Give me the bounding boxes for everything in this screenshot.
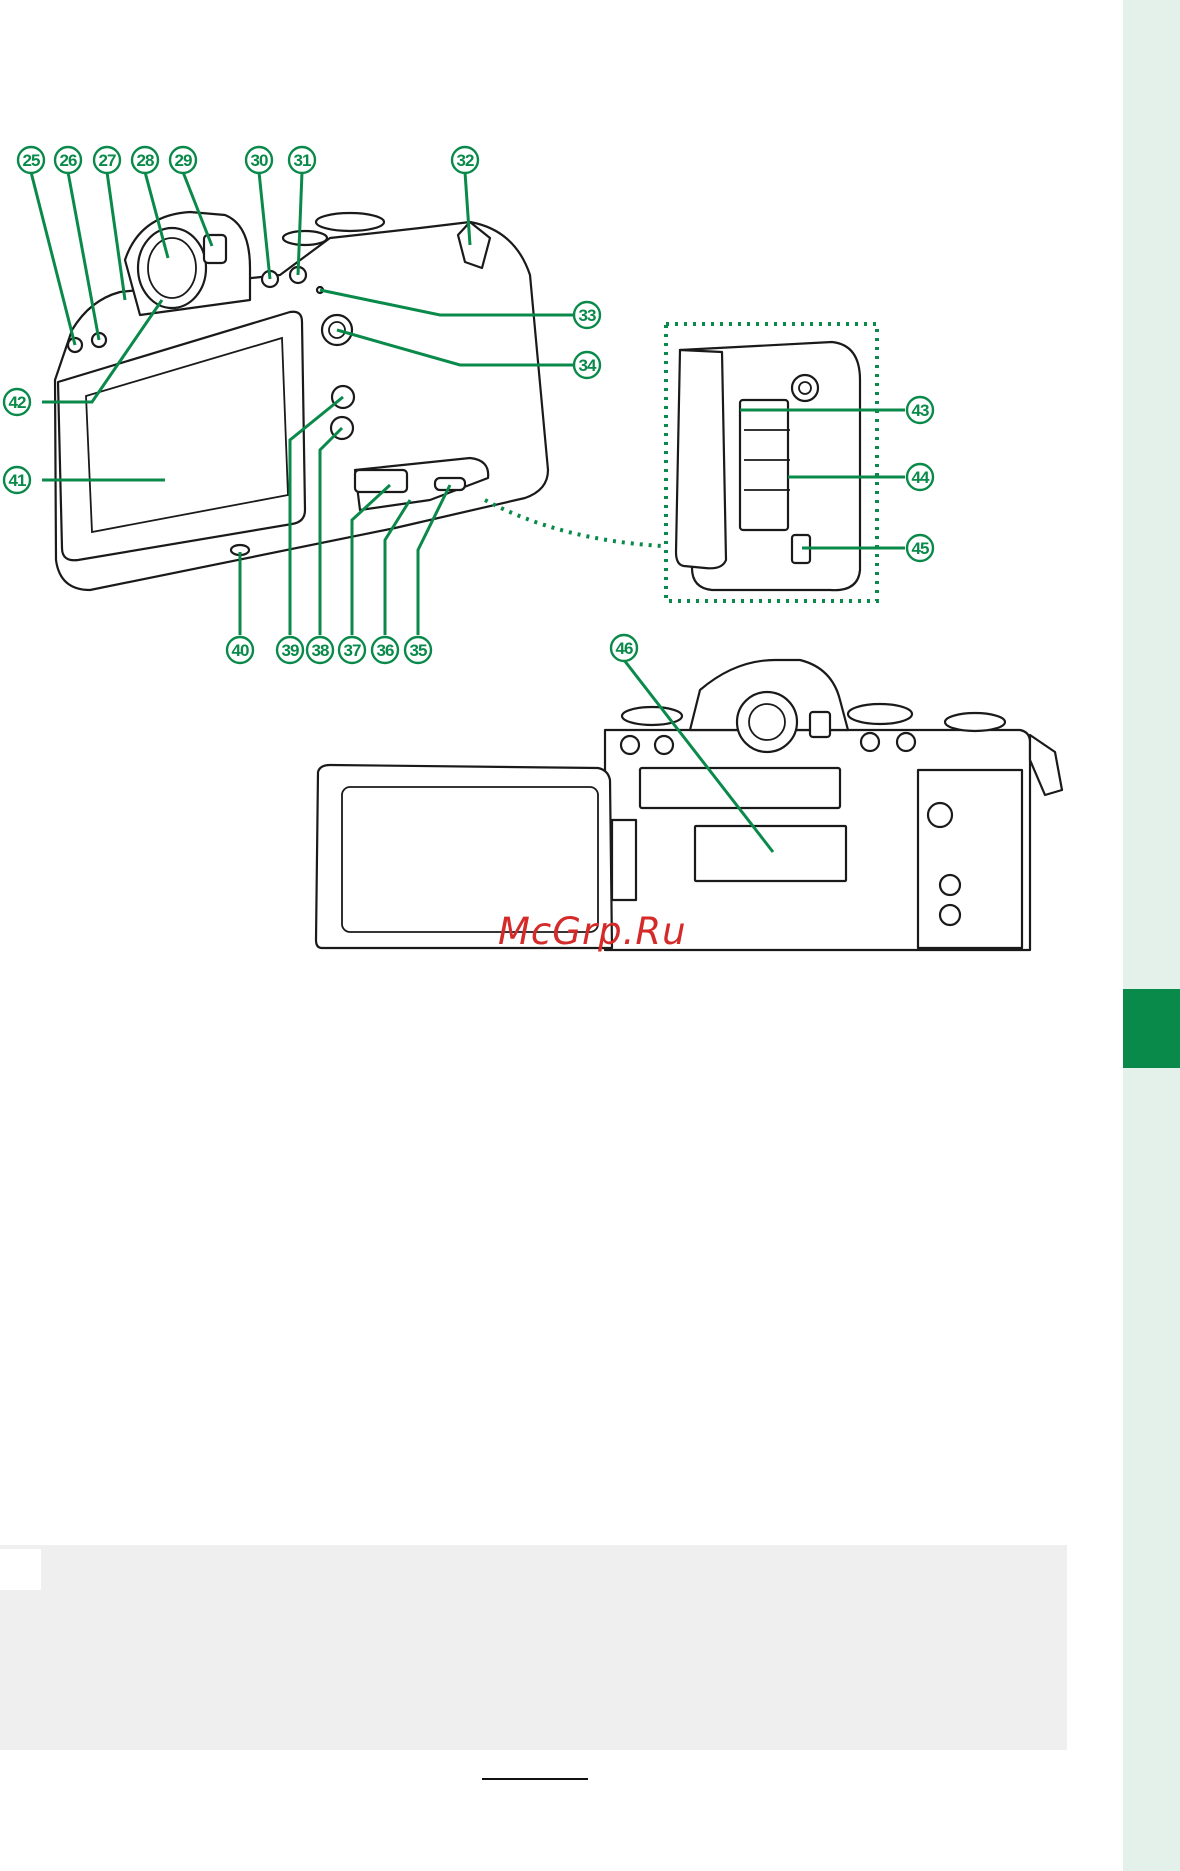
svg-text:31: 31 [294, 151, 311, 170]
svg-text:45: 45 [912, 539, 929, 558]
svg-text:28: 28 [137, 151, 154, 170]
side-strip [1123, 0, 1180, 1871]
callout-26: 26 [55, 147, 81, 173]
svg-text:35: 35 [410, 641, 427, 660]
callout-43: 43 [907, 397, 933, 423]
svg-text:29: 29 [175, 151, 192, 170]
svg-text:30: 30 [251, 151, 268, 170]
camera-parts-diagram: .ol { fill: #ffffff; stroke: #1a1a1a; st… [0, 0, 1123, 1000]
svg-text:37: 37 [344, 641, 361, 660]
page-number-rule [482, 1778, 588, 1780]
svg-text:44: 44 [912, 468, 930, 487]
camera-tilt-view [316, 660, 1062, 950]
callout-34: 34 [574, 352, 600, 378]
svg-text:39: 39 [282, 641, 299, 660]
callout-37: 37 [339, 637, 365, 663]
callout-46: 46 [611, 635, 637, 661]
callout-30: 30 [246, 147, 272, 173]
callout-25: 25 [18, 147, 44, 173]
callout-45: 45 [907, 535, 933, 561]
callout-38: 38 [307, 637, 333, 663]
svg-text:26: 26 [60, 151, 77, 170]
callout-32: 32 [452, 147, 478, 173]
svg-text:46: 46 [616, 639, 633, 658]
camera-rear-view [55, 212, 548, 590]
svg-text:33: 33 [579, 306, 596, 325]
callout-27: 27 [94, 147, 120, 173]
svg-text:32: 32 [457, 151, 474, 170]
watermark-text: McGrp.Ru [498, 910, 687, 953]
note-box [0, 1545, 1067, 1750]
callout-40: 40 [227, 637, 253, 663]
svg-text:36: 36 [377, 641, 394, 660]
callout-31: 31 [289, 147, 315, 173]
callout-42: 42 [4, 389, 30, 415]
callout-41: 41 [4, 467, 30, 493]
callout-33: 33 [574, 302, 600, 328]
callout-44: 44 [907, 464, 933, 490]
note-icon [0, 1549, 41, 1590]
svg-text:43: 43 [912, 401, 929, 420]
callout-36: 36 [372, 637, 398, 663]
chapter-tab[interactable] [1123, 989, 1180, 1068]
svg-text:27: 27 [99, 151, 116, 170]
svg-text:40: 40 [232, 641, 249, 660]
callout-28: 28 [132, 147, 158, 173]
svg-text:34: 34 [579, 356, 597, 375]
callout-29: 29 [170, 147, 196, 173]
svg-text:41: 41 [9, 471, 26, 490]
svg-text:42: 42 [9, 393, 26, 412]
callout-39: 39 [277, 637, 303, 663]
svg-text:25: 25 [23, 151, 40, 170]
callout-35: 35 [405, 637, 431, 663]
svg-text:38: 38 [312, 641, 329, 660]
